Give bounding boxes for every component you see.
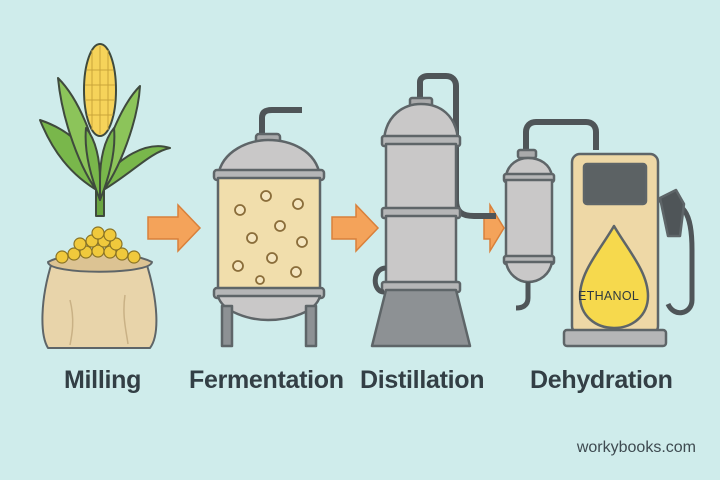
site-credit: workybooks.com: [576, 439, 696, 456]
arrow-icon: [483, 202, 505, 254]
fuel-pump-icon: [562, 152, 695, 348]
step-label-milling: Milling: [64, 366, 142, 394]
corn-cob-icon: [39, 43, 171, 217]
distillation-column-icon: [370, 73, 496, 348]
grain-sack-icon: [41, 226, 158, 349]
ethanol-pump-label: ETHANOL: [578, 289, 640, 303]
fuel-drop-icon: [578, 224, 650, 330]
dehydrator-icon: [502, 119, 599, 311]
step-label-fermentation: Fermentation: [189, 366, 344, 394]
step-label-dehydration: Dehydration: [530, 366, 673, 394]
arrow-icon: [147, 203, 202, 253]
fermentation-tank-icon: [212, 107, 326, 348]
step-label-distillation: Distillation: [360, 366, 485, 394]
arrow-icon: [331, 203, 380, 253]
